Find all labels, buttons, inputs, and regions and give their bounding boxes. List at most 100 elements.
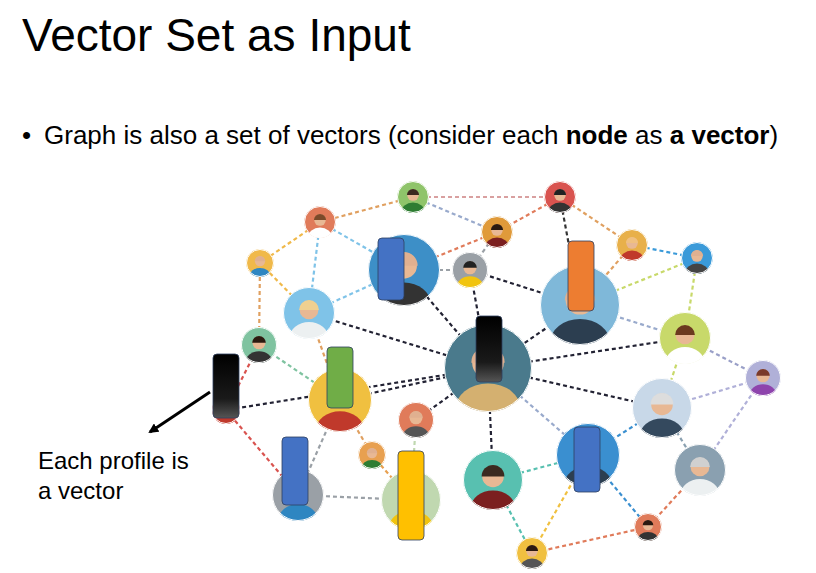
network-link [532,527,648,553]
slide-title: Vector Set as Input [22,8,411,62]
profile-avatar [304,206,336,247]
avatar-head [757,369,770,382]
avatar-rim [464,451,523,510]
bullet-phrase: Graph is also a set of vectors (consider… [44,120,558,150]
avatar-hair [407,189,419,195]
leader-arrow [150,392,210,432]
feature-vector [378,238,404,300]
avatar-rim [635,514,662,541]
avatar-hair [691,250,703,256]
avatar-body [290,322,329,353]
profile-avatar [516,537,548,573]
callout-text: Each profile is a vector [38,446,208,506]
profile-avatar [544,181,576,222]
avatar-hair [367,448,378,453]
profile-avatar [674,444,726,510]
avatar-rim [399,403,434,438]
avatar-rim [660,313,711,364]
avatar-head [554,189,566,201]
avatar-head [676,326,695,345]
profile-avatar [616,229,648,270]
avatar-head [314,214,326,226]
bold-term: node [566,120,628,150]
avatar-hair [643,520,654,525]
avatar-body [666,347,705,378]
avatar-rim [398,182,429,213]
avatar-rim [682,243,713,274]
bold-term: a vector [670,120,770,150]
avatar-hair [255,256,266,261]
avatar-head [255,256,265,266]
feature-vector [398,451,424,540]
avatar-head [367,448,377,458]
profile-avatar [556,423,620,505]
avatar-head [410,411,423,424]
feature-vector [568,241,594,311]
avatar-hair [299,300,319,310]
profile-avatar [368,234,440,326]
avatar-head [464,261,477,274]
avatar-rim [617,230,648,261]
avatar-hair [252,336,266,343]
avatar-rim [633,379,692,438]
profile-avatar [241,327,277,373]
bullet-phrase: as [635,120,662,150]
avatar-body [455,383,521,436]
profile-avatar [397,181,429,222]
avatar-hair [526,545,538,551]
profile-avatar [398,402,434,448]
avatar-hair [409,411,423,418]
profile-avatar [681,242,713,283]
avatar-ground [368,234,440,306]
avatar-rim [369,235,440,306]
avatar-hair [554,189,566,195]
avatar-hair [314,214,326,220]
bullet-dot: • [22,120,31,151]
feature-vector [282,437,308,505]
avatar-body [316,411,364,449]
avatar-head [526,545,538,557]
avatar-rim [247,250,274,277]
avatar-rim [305,207,336,238]
avatar-rim [675,445,726,496]
feature-vector [574,427,600,492]
feature-vector [327,347,353,408]
avatar-hair [675,325,695,335]
avatar-head [651,394,673,416]
avatar-hair [482,465,505,476]
feature-vector [213,354,239,418]
avatar-hair [491,224,503,230]
profile-avatar [463,450,523,527]
profile-avatar [358,441,386,477]
avatar-rim [284,288,335,339]
avatar-rim [242,328,277,363]
avatar-hair [690,457,710,467]
avatar-head [482,466,504,488]
avatar-rim [482,217,513,248]
bullet-phrase: ) [769,120,778,150]
avatar-hair [463,261,477,268]
network-link [413,196,560,198]
avatar-head [407,189,419,201]
avatar-head [691,250,703,262]
avatar-head [253,336,266,349]
profile-avatar [634,513,662,549]
avatar-rim [545,182,576,213]
profile-avatar [246,249,274,285]
avatar-head [643,520,653,530]
avatar-head [691,458,710,477]
avatar-body [681,479,720,510]
avatar-hair [626,237,638,243]
avatar-rim [517,538,548,569]
avatar-body [640,419,685,455]
avatar-head [300,301,319,320]
profile-avatar [632,378,692,455]
avatar-body [471,491,516,527]
profile-avatar [452,252,488,298]
avatar-hair [651,393,674,404]
avatar-head [626,237,638,249]
avatar-body [279,504,318,535]
feature-vector [476,316,502,382]
profile-avatar [659,312,711,378]
avatar-head [491,224,503,236]
